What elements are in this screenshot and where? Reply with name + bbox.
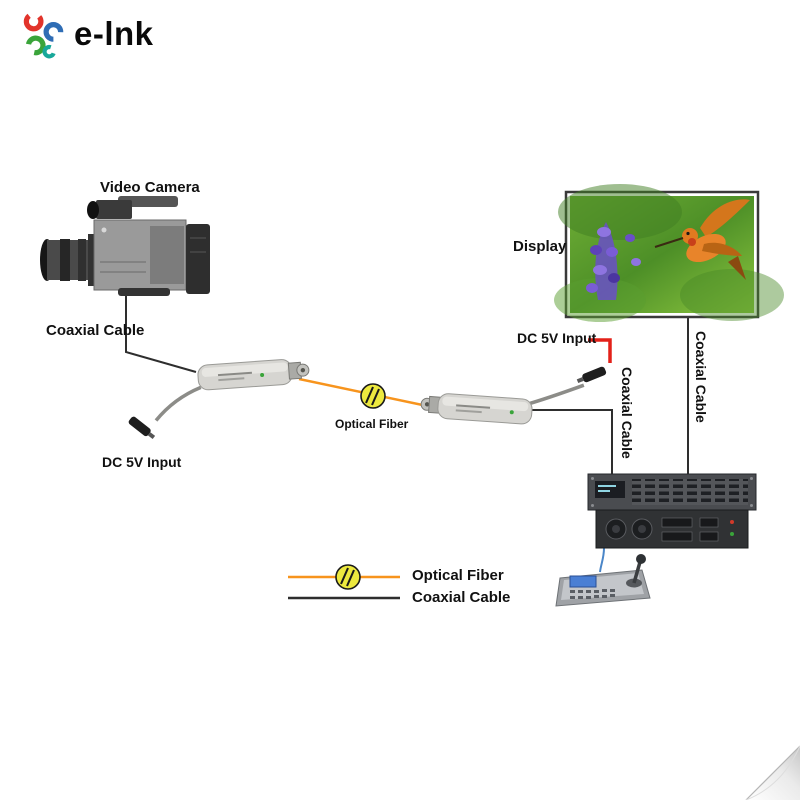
dc-5v-input-label-right: DC 5V Input [517, 330, 597, 346]
transmitter-device [154, 359, 310, 422]
coax-line-camera-to-transmitter [125, 296, 197, 373]
rack-unit-2 [595, 509, 749, 549]
coax-line-receiver-to-rack [527, 409, 613, 476]
keyboard-controller [555, 554, 651, 607]
legend-optical-fiber-label: Optical Fiber [412, 567, 504, 584]
legend-coaxial-cable-label: Coaxial Cable [412, 589, 511, 606]
dc-plug-left [128, 416, 156, 440]
transmitter-power-pigtail [154, 385, 202, 422]
coaxial-cable-label-left: Coaxial Cable [46, 322, 145, 339]
legend-fiber-symbol [335, 564, 361, 590]
coaxial-cable-label-right-vertical: Coaxial Cable [693, 331, 709, 423]
brand-logo: e-lnk [18, 8, 154, 60]
logo-swirl-icon [23, 11, 64, 59]
receiver-power-pigtail [523, 383, 585, 407]
optical-fiber-symbol [360, 383, 386, 409]
dc-plug-right [576, 366, 607, 384]
video-camera-label: Video Camera [100, 179, 200, 196]
control-cable-blue [599, 547, 605, 573]
joystick [626, 554, 646, 588]
optical-fiber-label: Optical Fiber [335, 417, 409, 431]
coaxial-cable-label-mid-vertical: Coaxial Cable [619, 367, 635, 459]
rack-unit-1 [587, 473, 757, 511]
receiver-device [420, 383, 585, 425]
hummingbird-image [554, 184, 784, 322]
dc-input-marker [588, 338, 612, 363]
display-label: Display [513, 238, 567, 255]
video-camera-illustration [40, 196, 210, 296]
brand-name: e-lnk [74, 15, 154, 52]
dc-5v-input-label-left: DC 5V Input [102, 454, 182, 470]
display-screen [554, 184, 784, 322]
page-curl [745, 745, 800, 800]
